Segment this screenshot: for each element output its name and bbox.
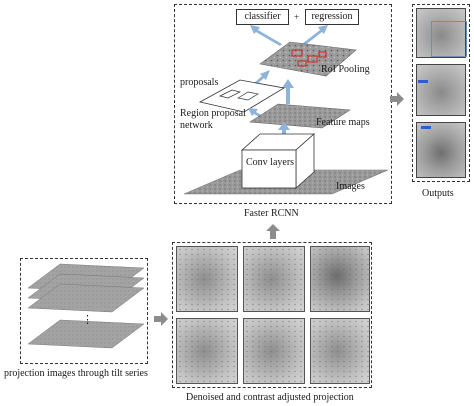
- roi-red-marks: [291, 49, 327, 67]
- faster-rcnn-box: [174, 4, 392, 204]
- denoised-image-2: [243, 246, 305, 312]
- proposal-rects: [218, 89, 259, 101]
- rpn-label-line1: Region proposal: [180, 108, 246, 119]
- detection-tag-3: [421, 126, 431, 129]
- conv-layers-label: Conv layers: [246, 157, 295, 168]
- conv-layers-cube: [240, 133, 316, 189]
- projection-stack: [27, 263, 145, 349]
- plus-sign: +: [294, 12, 300, 22]
- faster-rcnn-diagram: [183, 25, 389, 195]
- detection-box-1: [431, 21, 467, 57]
- to-outputs-arrow: [390, 92, 404, 106]
- images-label: Images: [336, 181, 365, 192]
- output-image-2: [416, 64, 466, 116]
- output-image-1: [416, 8, 467, 58]
- denoised-caption: Denoised and contrast adjusted projectio…: [186, 392, 354, 403]
- to-denoised-arrow: [154, 312, 168, 326]
- output-image-3: [416, 122, 466, 178]
- denoised-image-3: [310, 246, 370, 312]
- regression-box: regression: [305, 9, 359, 25]
- outputs-box: [412, 4, 470, 182]
- denoised-image-6: [310, 318, 370, 384]
- rpn-label-line2: network: [180, 120, 213, 131]
- feature-maps-label: Feature maps: [316, 117, 370, 128]
- conv-to-features-arrow: [278, 122, 290, 136]
- feature-maps-plane: [249, 103, 351, 129]
- outputs-caption: Outputs: [422, 188, 454, 199]
- roi-pooling-label: RoI Pooling: [321, 64, 370, 75]
- features-to-roi-arrow: [282, 79, 294, 104]
- to-faster-rcnn-arrow: [266, 224, 280, 239]
- projection-caption: projection images through tilt series: [4, 368, 148, 379]
- detection-tag-2: [418, 80, 428, 83]
- proposals-label: proposals: [180, 77, 219, 88]
- denoised-image-1: [176, 246, 238, 312]
- roi-to-heads-arrows: [250, 25, 328, 46]
- classifier-box: classifier: [236, 9, 289, 25]
- projection-box: [20, 258, 148, 364]
- faster-rcnn-caption: Faster RCNN: [244, 208, 299, 219]
- denoised-image-4: [176, 318, 238, 384]
- denoised-image-5: [243, 318, 305, 384]
- denoised-box: [172, 242, 372, 388]
- projection-dots: ⋮: [82, 314, 93, 326]
